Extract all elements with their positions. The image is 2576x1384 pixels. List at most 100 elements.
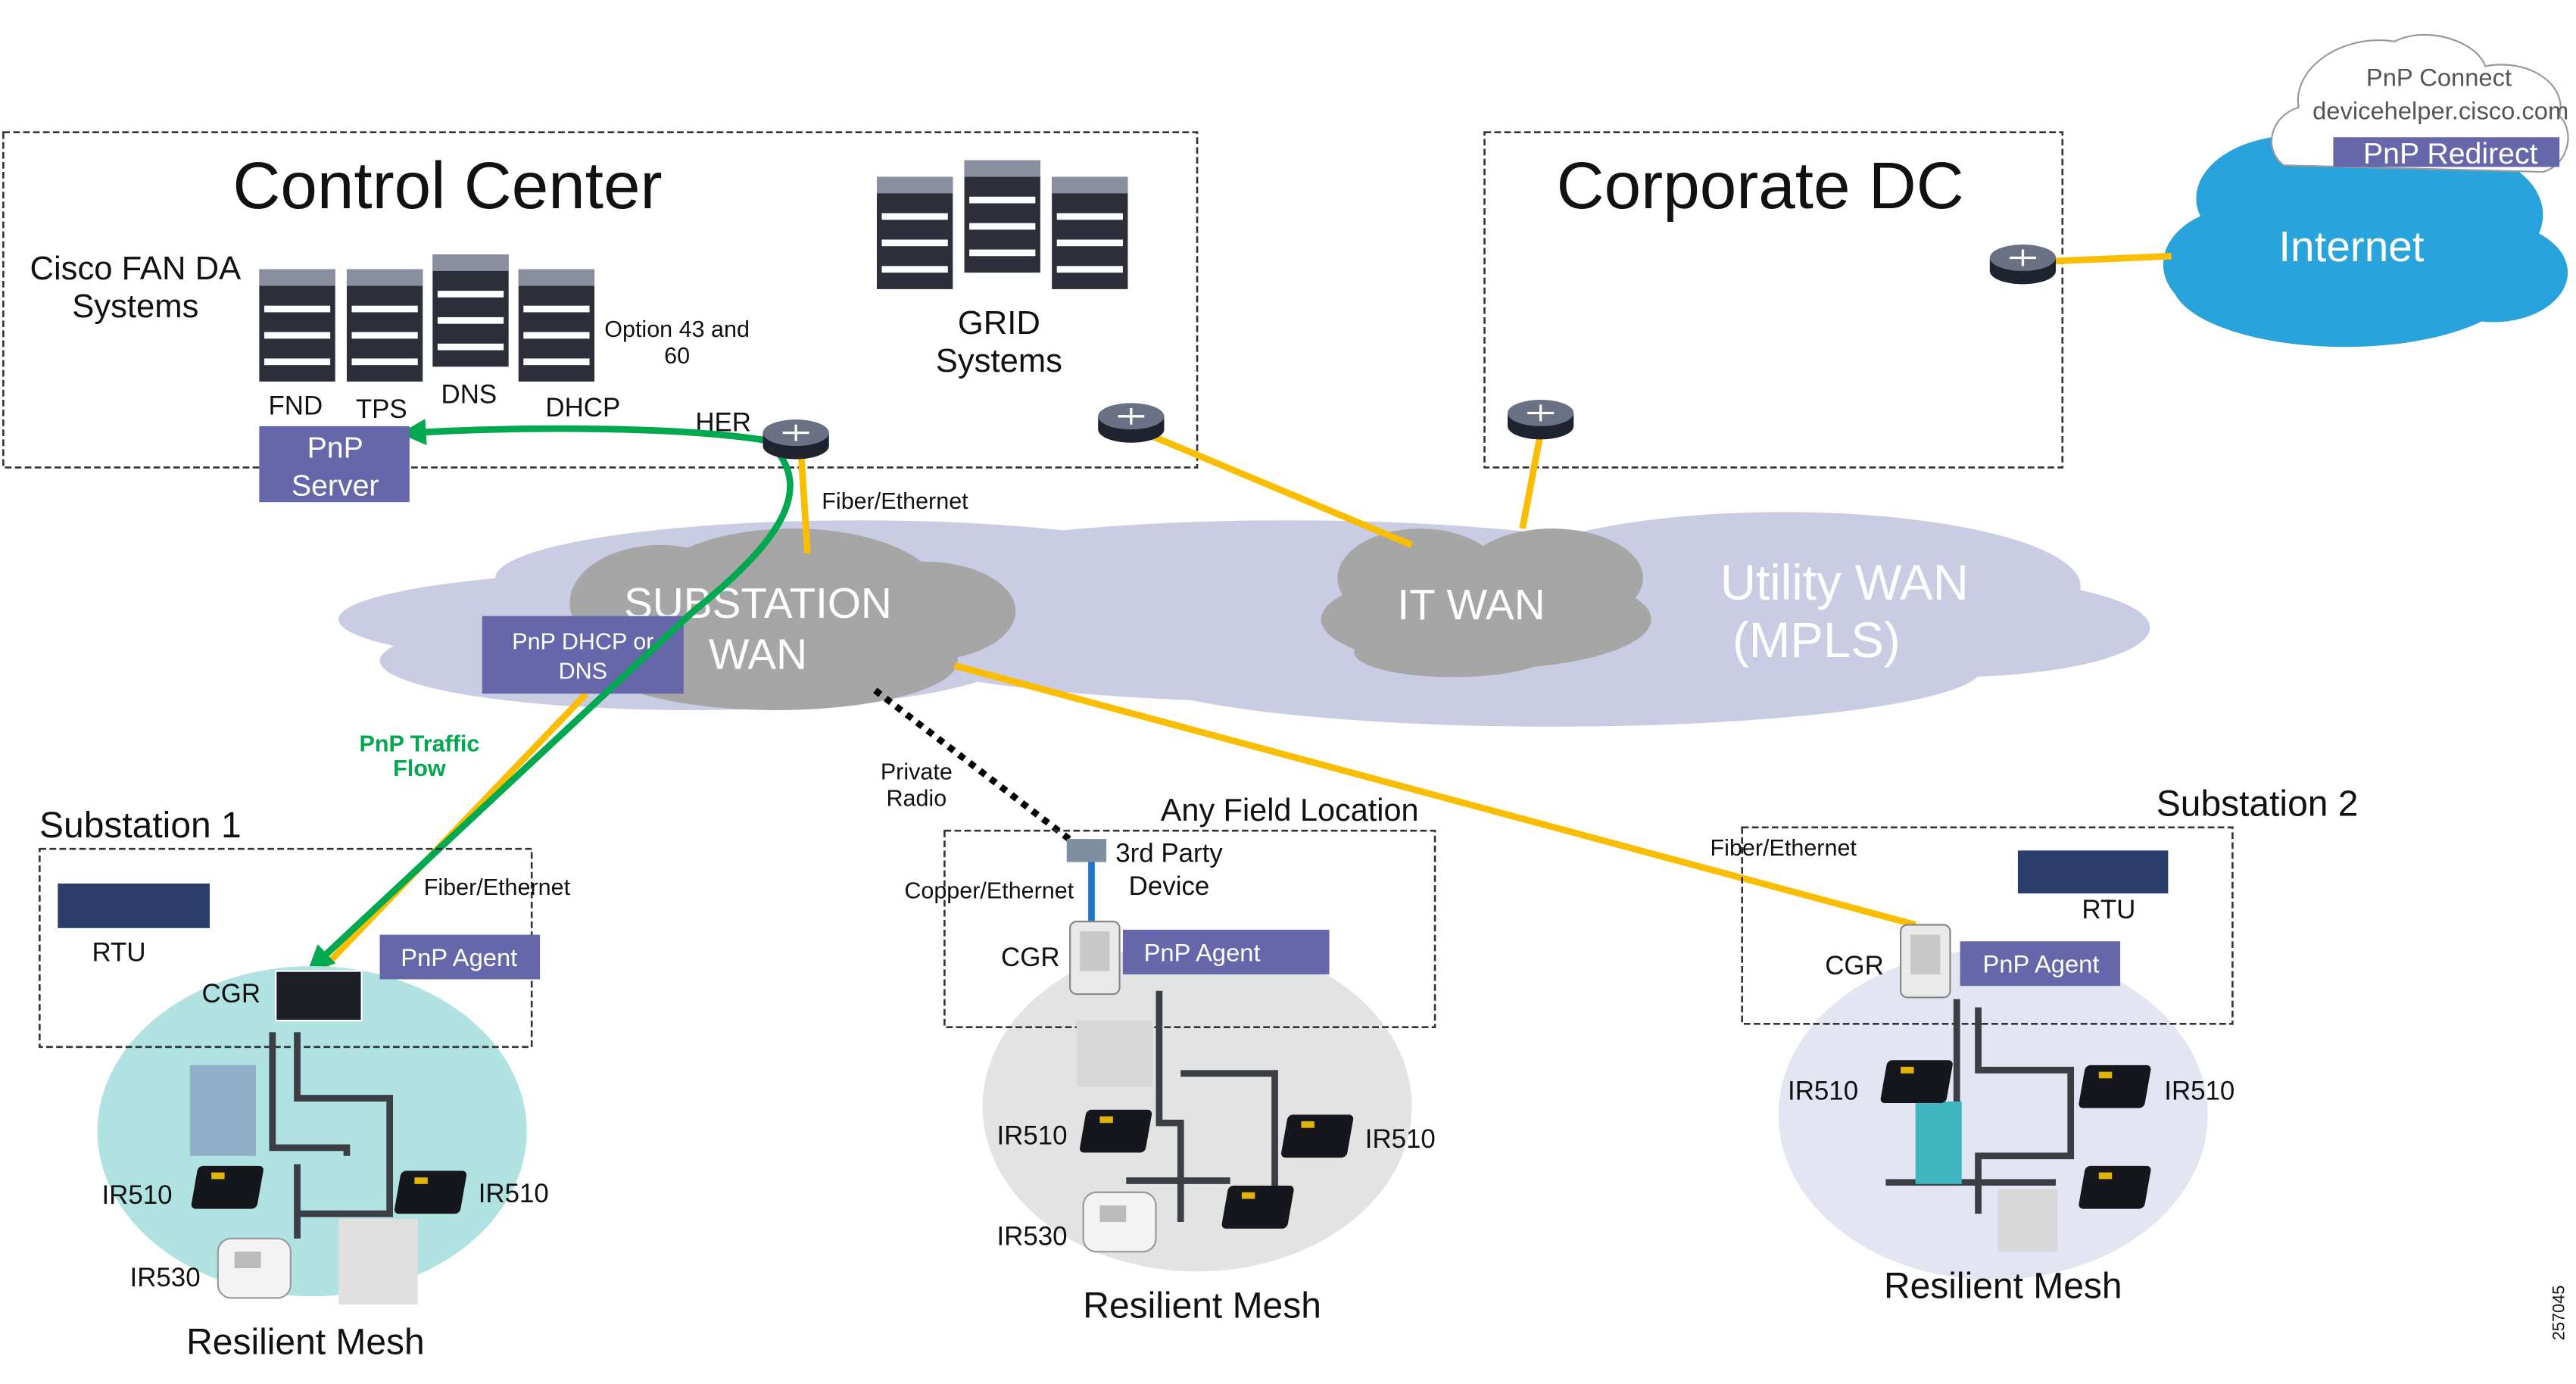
- fnd-server-icon: [259, 269, 335, 382]
- cgr-icon: [275, 970, 363, 1022]
- pnp-agent-label: PnP Agent: [1982, 950, 2099, 978]
- ir530-label: IR530: [130, 1263, 201, 1292]
- ir510-label: IR510: [101, 1180, 172, 1210]
- pole-icon: [1076, 1020, 1153, 1087]
- ir510-icon: [1280, 1114, 1355, 1158]
- ir510-label: IR510: [2164, 1077, 2235, 1106]
- option-43-note: Option 43 and: [604, 316, 750, 342]
- utility-wan-label: Utility WAN: [1720, 555, 1969, 610]
- grid-server-icon: [1052, 176, 1128, 289]
- pole-icon: [189, 1064, 257, 1156]
- option-43-note-2: 60: [664, 343, 690, 369]
- fan-systems-label: Cisco FAN DA: [30, 251, 241, 287]
- cgr-icon: [1899, 924, 1951, 999]
- tps-server-icon: [346, 269, 423, 382]
- it-wan-label: IT WAN: [1397, 581, 1545, 629]
- ir510-icon: [393, 1170, 468, 1214]
- utility-wan-label-2: (MPLS): [1732, 613, 1901, 668]
- control-center-title: Control Center: [232, 149, 662, 223]
- any-field-location: Any Field Location 3rd Party Device Copp…: [904, 792, 1436, 1326]
- pnp-agent-box: [379, 934, 541, 980]
- control-center-box: [2, 131, 1199, 469]
- cgr-label: CGR: [202, 979, 261, 1008]
- pnp-dhcp-dns-label-2: DNS: [559, 659, 607, 684]
- pnp-agent-label: PnP Agent: [1144, 938, 1261, 966]
- fiber-ethernet-label: Fiber/Ethernet: [1711, 835, 1857, 861]
- cgr-icon: [1069, 921, 1121, 996]
- substation-2: Substation 2 Fiber/Ethernet RTU CGR PnP …: [1711, 784, 2359, 1307]
- resilient-mesh-label: Resilient Mesh: [186, 1322, 425, 1362]
- fan-systems-label-2: Systems: [72, 288, 198, 325]
- router-icon: [1506, 398, 1575, 441]
- private-radio-label: Private: [881, 759, 953, 785]
- dns-server-icon: [432, 254, 509, 367]
- grid-label-2: Systems: [936, 343, 1062, 379]
- third-party-label: 3rd Party: [1115, 839, 1223, 868]
- dhcp-label: DHCP: [545, 393, 620, 422]
- pnp-agent-box: [1960, 941, 2121, 987]
- resilient-mesh-label: Resilient Mesh: [1884, 1266, 2122, 1306]
- pnp-server-label: PnP: [307, 431, 363, 464]
- copper-ethernet-label: Copper/Ethernet: [904, 878, 1074, 904]
- it-wan-cloud: [1321, 528, 1651, 678]
- her-router-icon: [761, 418, 831, 461]
- rtu-label: RTU: [2082, 895, 2135, 924]
- pnp-agent-label: PnP Agent: [401, 943, 517, 971]
- pnp-flow-to-cgr: [307, 452, 794, 972]
- grid-label: GRID: [958, 305, 1040, 341]
- cgr-label: CGR: [1001, 943, 1060, 972]
- pole-icon: [1997, 1189, 2058, 1252]
- ir530-icon: [217, 1237, 292, 1299]
- substation-1-title: Substation 1: [39, 806, 242, 846]
- private-radio-link: [873, 687, 1076, 845]
- ir510-label: IR510: [996, 1121, 1067, 1151]
- substation-wan-label-2: WAN: [709, 631, 807, 678]
- ir530-icon: [1082, 1191, 1157, 1253]
- ir510-icon: [1879, 1060, 1954, 1104]
- ir510-icon: [2078, 1165, 2152, 1209]
- figure-id: 257045: [2549, 1286, 2568, 1341]
- fnd-label: FND: [269, 391, 323, 421]
- router-icon: [1988, 243, 2057, 285]
- ir510-label: IR510: [1788, 1077, 1858, 1106]
- ir510-icon: [1221, 1186, 1295, 1229]
- fiber-ethernet-label: Fiber/Ethernet: [424, 874, 571, 900]
- pnp-agent-box: [1122, 930, 1330, 974]
- dhcp-server-icon: [518, 269, 595, 382]
- pnp-dhcp-dns-label: PnP DHCP or: [512, 628, 653, 654]
- rtu-icon: [2017, 850, 2169, 894]
- pnp-traffic-flow-label: PnP Traffic: [359, 731, 479, 757]
- private-radio-label-2: Radio: [886, 785, 947, 811]
- router-icon: [1096, 401, 1166, 444]
- pnp-server-label-2: Server: [292, 469, 379, 502]
- pnp-redirect-label: PnP Redirect: [2363, 137, 2538, 170]
- dns-label: DNS: [441, 379, 497, 409]
- pnp-flow-overlay: [314, 608, 696, 965]
- ir510-icon: [1078, 1109, 1153, 1153]
- third-party-label-2: Device: [1129, 871, 1210, 901]
- ir510-icon: [2078, 1064, 2152, 1108]
- internet-label: Internet: [2278, 223, 2424, 271]
- grid-server-icon: [964, 160, 1040, 273]
- ir510-label: IR510: [479, 1179, 549, 1208]
- pole-icon: [338, 1218, 418, 1305]
- ir510-label: IR510: [1365, 1124, 1436, 1154]
- field-title: Any Field Location: [1161, 792, 1419, 828]
- ir510-icon: [190, 1165, 264, 1209]
- ir530-label: IR530: [996, 1222, 1067, 1252]
- pnp-flow-to-server: [399, 419, 781, 446]
- corporate-dc-title: Corporate DC: [1557, 149, 1964, 223]
- pnp-traffic-flow-label-2: Flow: [393, 756, 446, 781]
- pnp-connect-host: devicehelper.cisco.com: [2312, 96, 2568, 124]
- rtu-icon: [58, 883, 210, 928]
- grid-server-icon: [876, 176, 953, 289]
- substation-2-title: Substation 2: [2157, 784, 2359, 824]
- pole-icon: [1915, 1101, 1962, 1184]
- third-party-device-icon: [1066, 839, 1107, 862]
- pnp-connect-title: PnP Connect: [2366, 64, 2512, 92]
- pnp-redirect-box: [2333, 137, 2560, 167]
- corporate-dc-box: [1483, 131, 2064, 469]
- substation-1: Substation 1 RTU Fiber/Ethernet PnP Agen…: [39, 806, 571, 1362]
- pnp-server-box: [259, 425, 410, 503]
